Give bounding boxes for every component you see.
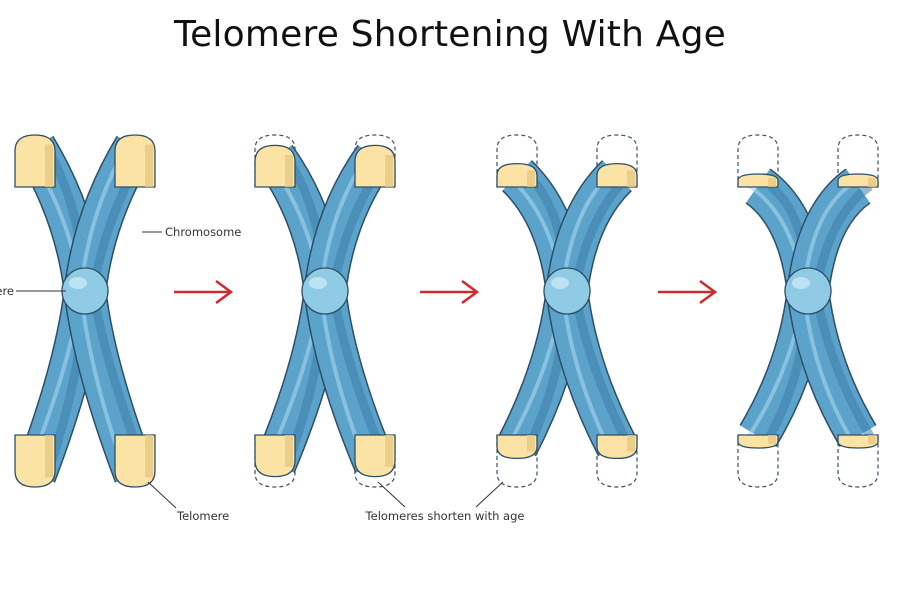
lost-telomere-outline	[837, 134, 879, 187]
lost-telomere-outline	[596, 134, 638, 187]
centromere	[301, 267, 349, 315]
centromere-highlight	[309, 277, 327, 289]
chromosome-stages	[14, 134, 879, 488]
chromosome	[496, 134, 638, 488]
centromere-label: Centromere	[0, 284, 14, 298]
telomere-shade	[385, 155, 393, 187]
annotations: Chromosome Centromere Telomere Telomeres…	[0, 225, 524, 523]
arrows	[174, 279, 718, 305]
progression-arrow	[420, 279, 480, 305]
chromosome-label: Chromosome	[165, 225, 241, 239]
lost-telomere-outline	[737, 435, 779, 488]
telomere-shade	[145, 144, 153, 187]
telomere-shade	[868, 435, 876, 445]
lost-telomere-outline	[496, 435, 538, 488]
telomere-shade	[45, 435, 53, 478]
chromosome	[737, 134, 879, 488]
chromosome	[254, 134, 396, 488]
telomere-leader-line	[147, 481, 177, 509]
centromere-highlight	[792, 277, 810, 289]
telomere-shade	[527, 170, 535, 187]
telomere-shade	[285, 155, 293, 187]
centromere	[61, 267, 109, 315]
lost-telomere-outline	[596, 435, 638, 488]
telomere-shade	[868, 177, 876, 187]
progression-arrow	[658, 279, 718, 305]
telomere-shade	[527, 435, 535, 452]
centromere	[543, 267, 591, 315]
shorten-leader-line-right	[475, 481, 504, 508]
shorten-leader-line-left	[377, 481, 406, 508]
centromere	[784, 267, 832, 315]
lost-telomere-outline	[496, 134, 538, 187]
lost-telomere-outline	[254, 435, 296, 488]
shorten-label: Telomeres shorten with age	[365, 509, 525, 523]
centromere-highlight	[69, 277, 87, 289]
telomere-shade	[627, 170, 635, 187]
chromosome	[14, 134, 156, 488]
progression-arrow	[174, 279, 234, 305]
telomere-shade	[45, 144, 53, 187]
telomere-shade	[768, 435, 776, 445]
lost-telomere-outline	[254, 134, 296, 187]
lost-telomere-outline	[737, 134, 779, 187]
lost-telomere-outline	[354, 134, 396, 187]
telomere-shade	[385, 435, 393, 467]
diagram-title: Telomere Shortening With Age	[174, 14, 726, 55]
lost-telomere-outline	[837, 435, 879, 488]
telomere-shade	[285, 435, 293, 467]
telomere-label: Telomere	[176, 509, 229, 523]
telomere-shade	[145, 435, 153, 478]
telomere-shade	[768, 177, 776, 187]
telomere-shade	[627, 435, 635, 452]
lost-telomere-outline	[354, 435, 396, 488]
centromere-highlight	[551, 277, 569, 289]
